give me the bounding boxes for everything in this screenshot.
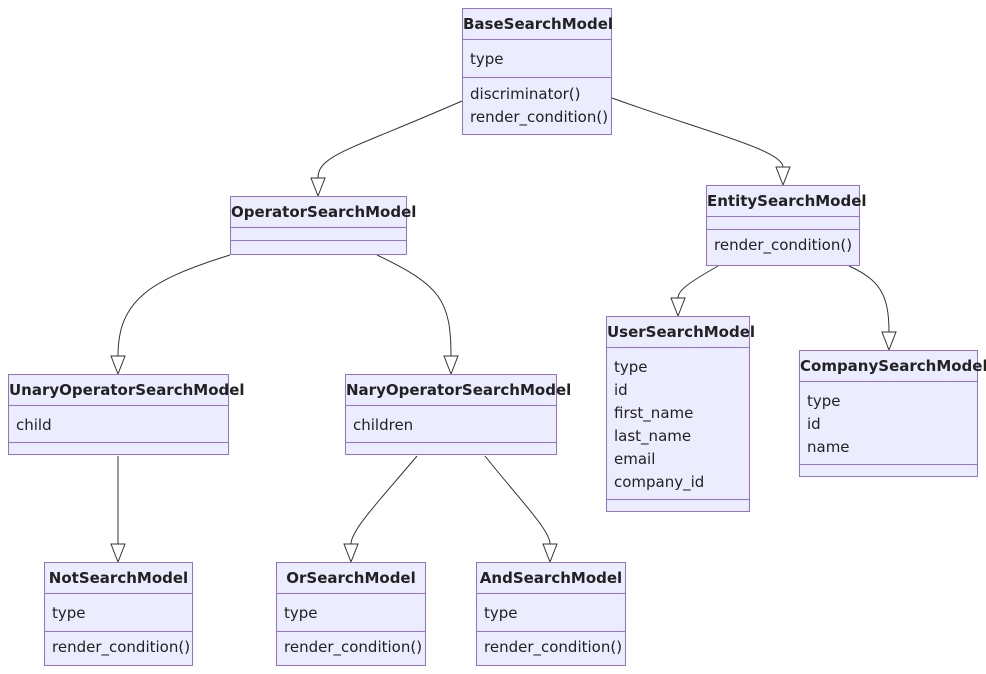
inheritance-arrowhead [343, 543, 359, 564]
edge-entity-base [611, 97, 784, 168]
attribute: email [614, 450, 656, 468]
method: render_condition() [484, 638, 623, 656]
attribute: type [470, 50, 504, 68]
attributes-section: type [277, 594, 425, 632]
inheritance-arrowhead [542, 543, 558, 564]
edge-or-nary [350, 455, 418, 545]
attribute: type [807, 392, 841, 410]
attribute: type [284, 604, 318, 622]
class-and-search-model[interactable]: AndSearchModel type render_condition() [476, 562, 626, 666]
methods-section: discriminator() render_condition() [463, 78, 611, 129]
attributes-section: type id name [800, 382, 977, 466]
class-name: NaryOperatorSearchModel [346, 375, 571, 406]
class-name: BaseSearchModel [463, 9, 613, 40]
attributes-section: type [45, 594, 192, 632]
methods-section [231, 241, 406, 253]
inheritance-arrowhead [110, 543, 126, 564]
class-company-search-model[interactable]: CompanySearchModel type id name [799, 350, 986, 477]
attributes-section: children [346, 406, 556, 444]
class-name: OperatorSearchModel [231, 197, 416, 228]
class-name: NotSearchModel [45, 563, 192, 594]
class-operator-search-model[interactable]: OperatorSearchModel [230, 196, 416, 255]
methods-section: render_condition() [477, 632, 625, 659]
inheritance-arrowhead [670, 297, 686, 318]
attribute: id [614, 381, 628, 399]
inheritance-arrowhead [775, 166, 791, 187]
attribute: last_name [614, 427, 692, 445]
attributes-section [231, 228, 406, 241]
method: discriminator() [470, 85, 581, 103]
attribute: type [52, 604, 86, 622]
edge-company-entity [848, 265, 890, 333]
edge-operator-base [317, 100, 463, 179]
attribute: type [484, 604, 518, 622]
class-nary-operator-search-model[interactable]: NaryOperatorSearchModel children [345, 374, 571, 455]
attributes-section: type [477, 594, 625, 632]
class-name: OrSearchModel [277, 563, 425, 594]
attribute: company_id [614, 473, 705, 491]
edge-user-entity [677, 265, 719, 299]
methods-section: render_condition() [45, 632, 192, 659]
edge-and-nary [484, 455, 551, 545]
attribute: id [807, 415, 821, 433]
attribute: first_name [614, 404, 694, 422]
class-entity-search-model[interactable]: EntitySearchModel render_condition() [706, 185, 867, 266]
attributes-section [707, 217, 859, 230]
methods-section [607, 500, 749, 511]
attributes-section: type [463, 40, 611, 78]
attribute: child [16, 416, 52, 434]
edge-nary-operator [376, 254, 452, 357]
attributes-section: type id first_name last_name email compa… [607, 348, 749, 501]
class-or-search-model[interactable]: OrSearchModel type render_condition() [276, 562, 426, 666]
inheritance-arrowhead [881, 331, 897, 352]
method: render_condition() [714, 236, 853, 254]
edge-unary-operator [117, 254, 231, 357]
attributes-section: child [9, 406, 228, 444]
class-name: UserSearchModel [607, 317, 755, 348]
class-name: CompanySearchModel [800, 351, 986, 382]
method: render_condition() [284, 638, 423, 656]
class-name: UnaryOperatorSearchModel [9, 375, 245, 406]
class-not-search-model[interactable]: NotSearchModel type render_condition() [44, 562, 193, 666]
class-base-search-model[interactable]: BaseSearchModel type discriminator() ren… [462, 8, 613, 135]
class-user-search-model[interactable]: UserSearchModel type id first_name last_… [606, 316, 755, 512]
attribute: name [807, 438, 850, 456]
attribute: type [614, 358, 648, 376]
inheritance-arrowhead [310, 177, 326, 198]
attribute: children [353, 416, 414, 434]
methods-section [800, 465, 977, 476]
class-name: EntitySearchModel [707, 186, 867, 217]
methods-section: render_condition() [277, 632, 425, 659]
inheritance-arrowhead [110, 355, 126, 376]
class-unary-operator-search-model[interactable]: UnaryOperatorSearchModel child [8, 374, 245, 455]
methods-section [9, 443, 228, 454]
method: render_condition() [470, 108, 609, 126]
inheritance-arrowhead [443, 355, 459, 376]
methods-section: render_condition() [707, 230, 859, 257]
class-name: AndSearchModel [477, 563, 625, 594]
methods-section [346, 443, 556, 454]
method: render_condition() [52, 638, 191, 656]
